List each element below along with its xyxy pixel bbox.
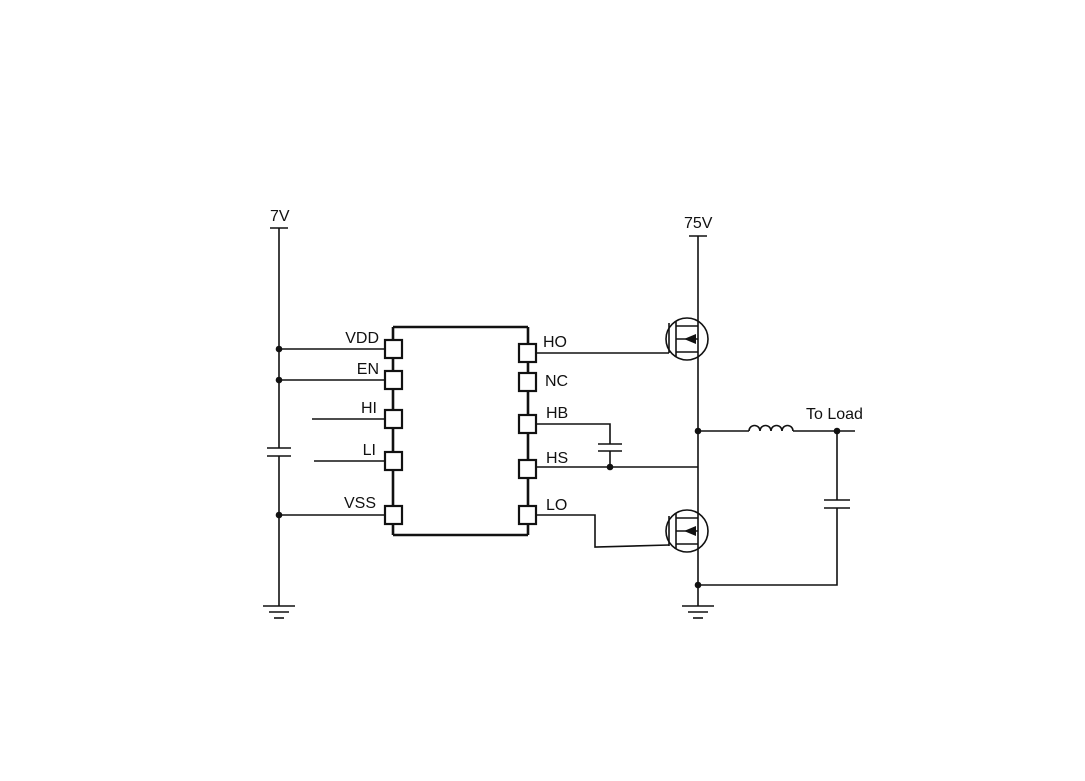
pin-nc <box>517 371 538 393</box>
driver-ic <box>391 325 530 537</box>
pin-label-vss: VSS <box>344 495 376 512</box>
bus-supply-label: 75V <box>684 215 713 232</box>
pin-label-hb: HB <box>546 405 568 422</box>
pin-hs <box>517 458 538 480</box>
pin-li <box>383 450 404 472</box>
pin-label-hs: HS <box>546 450 568 467</box>
nmos-icon <box>665 509 709 553</box>
hb-wire <box>536 423 611 444</box>
pin-ho <box>517 342 538 364</box>
logic-supply: 7V <box>270 208 290 606</box>
return-wire <box>698 508 838 586</box>
junction-dot <box>694 581 702 589</box>
junction-dot <box>275 376 283 384</box>
nmos-icon <box>665 317 709 361</box>
junction-dot <box>275 345 283 353</box>
junction-dot <box>694 427 702 435</box>
inductor-icon <box>748 424 794 432</box>
pin-label-hi: HI <box>361 400 377 417</box>
pin-en <box>383 369 404 391</box>
pin-hb <box>517 413 538 435</box>
ground-icon <box>263 605 295 619</box>
capacitor-icon <box>598 443 622 452</box>
capacitor-icon <box>267 447 291 457</box>
pin-label-vdd: VDD <box>345 330 379 347</box>
bus-supply: 75V <box>684 215 713 606</box>
pin-vdd <box>383 338 404 360</box>
pin-label-li: LI <box>363 442 376 459</box>
pin-label-en: EN <box>357 361 379 378</box>
pin-label-nc: NC <box>545 373 568 390</box>
pin-lo <box>517 504 538 526</box>
pin-hi <box>383 408 404 430</box>
lo-wire <box>536 514 670 548</box>
logic-supply-label: 7V <box>270 208 290 225</box>
capacitor-icon <box>824 499 850 509</box>
output-label: To Load <box>806 406 863 423</box>
junction-dot <box>275 511 283 519</box>
pin-label-lo: LO <box>546 497 567 514</box>
ground-icon <box>682 605 714 619</box>
junction-dot <box>606 463 614 471</box>
pin-label-ho: HO <box>543 334 567 351</box>
pin-vss <box>383 504 404 526</box>
